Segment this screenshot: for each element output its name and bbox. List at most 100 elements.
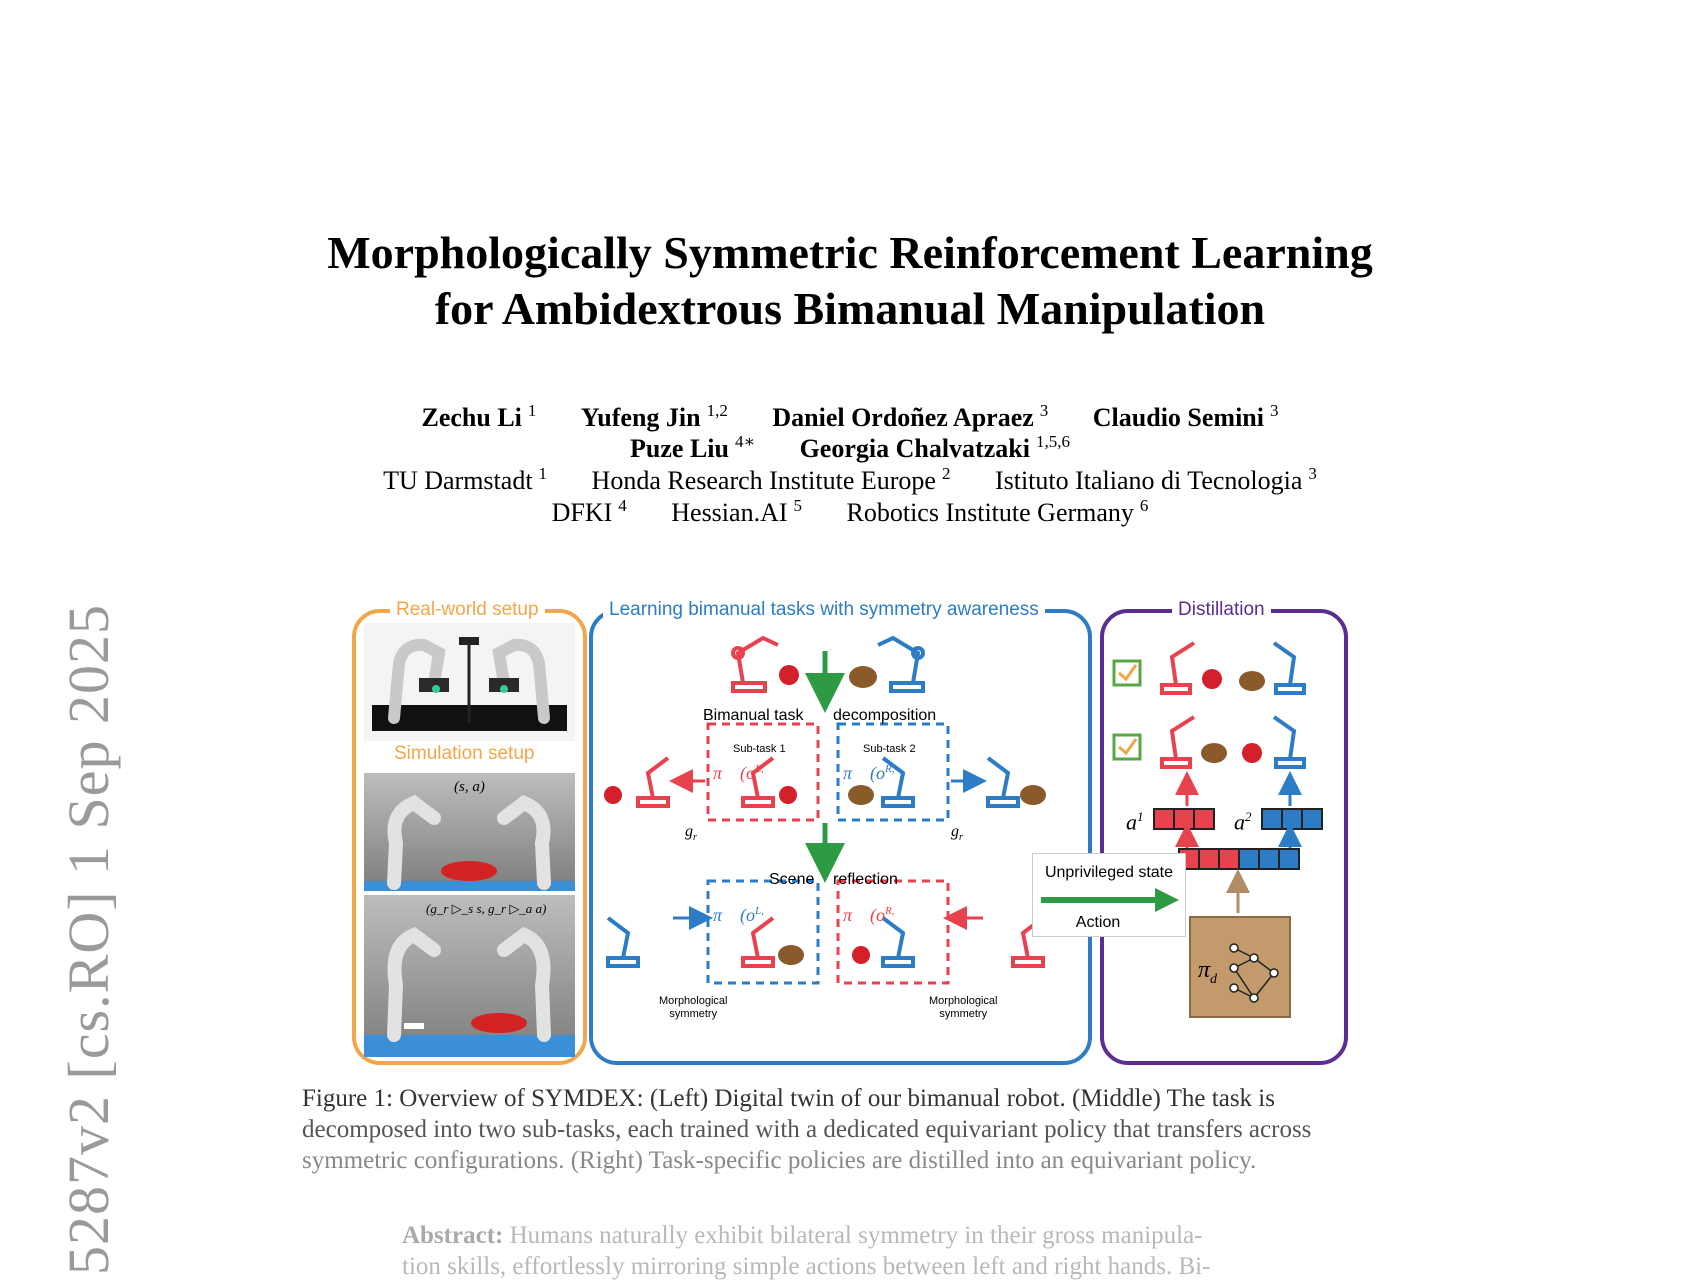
distillation-panel: Distillation	[1100, 599, 1348, 1065]
basket-icon	[1020, 785, 1046, 805]
learning-title: Learning bimanual tasks with symmetry aw…	[603, 599, 1045, 621]
affiliation-line-2: DFKI 4 Hessian.AI 5 Robotics Institute Ger…	[0, 490, 1700, 529]
affiliation-number: 3	[1308, 464, 1317, 483]
distillation-title: Distillation	[1172, 599, 1271, 621]
blue-robot-arm-icon	[606, 916, 640, 968]
paper-title: Morphologically Symmetric Reinforcement …	[0, 225, 1700, 337]
figure-caption: Figure 1: Overview of SYMDEX: (Left) Dig…	[302, 1083, 1410, 1176]
author-line-2: Puze Liu 4∗ Georgia Chalvatzaki 1,5,6	[0, 426, 1700, 465]
red-robot-arm-icon	[636, 756, 670, 808]
blue-robot-arm-icon	[877, 635, 925, 693]
author-name: Yufeng Jin	[580, 403, 701, 432]
author-affiliation: 1	[527, 401, 537, 420]
apple-icon	[1202, 669, 1222, 689]
affiliation-name: Honda Research Institute Europe	[591, 466, 936, 495]
red-robot-arm-icon	[741, 756, 775, 808]
action-vector-a1	[1153, 808, 1215, 830]
subtask-1-policy: π (oL,	[713, 763, 764, 783]
blue-robot-arm-icon	[881, 916, 915, 968]
apple-icon	[779, 665, 799, 685]
basket-icon	[1239, 671, 1265, 691]
basket-icon	[1201, 743, 1227, 763]
affiliation-number: 1	[538, 464, 548, 483]
red-robot-arm-icon	[1160, 715, 1196, 769]
red-robot-arm-icon	[741, 916, 775, 968]
check-icon	[1112, 659, 1142, 687]
red-robot-arm-icon	[731, 635, 779, 693]
basket-icon	[849, 666, 877, 688]
affiliation-name: Hessian.AI	[671, 498, 788, 527]
reflected-subtask-2-box	[706, 879, 820, 985]
abstract-line-2: tion skills, effortlessly mirroring simp…	[402, 1253, 1211, 1280]
unprivileged-state-label: Unprivileged state	[1044, 864, 1174, 881]
blue-robot-arm-icon	[1272, 641, 1306, 695]
subtask-2-box	[836, 722, 950, 822]
real-robot-photo	[364, 623, 575, 741]
reflection-label: reflection	[833, 871, 898, 888]
blue-robot-arm-icon	[1272, 715, 1306, 769]
basket-icon	[848, 785, 874, 805]
affiliation-number: 2	[941, 464, 951, 483]
author-affiliation: 4∗	[735, 432, 756, 451]
sim-reflected-scene-illustration	[364, 927, 575, 1057]
arxiv-identifier-stamp: 5287v2 [cs.RO] 1 Sep 2025	[56, 603, 121, 1275]
action-label: Action	[1075, 914, 1121, 931]
reflection-operator-left: gr	[685, 823, 697, 844]
apple-icon	[779, 786, 797, 804]
affiliation-line-1: TU Darmstadt 1 Honda Research Institute E…	[0, 458, 1700, 497]
author-affiliation: 3	[1039, 401, 1049, 420]
affiliation-name: Robotics Institute Germany	[846, 498, 1134, 527]
affiliation-number: 4	[618, 496, 627, 515]
title-line-2: for Ambidextrous Bimanual Manipulation	[434, 283, 1266, 334]
author-affiliation: 3	[1270, 401, 1279, 420]
pi-d-label: πd	[1198, 957, 1218, 987]
distillation-diagram	[1112, 641, 1323, 1018]
subtask-2-policy: π (oR,	[843, 763, 895, 783]
affiliation-name: TU Darmstadt	[383, 466, 533, 495]
caption-line-1: Figure 1: Overview of SYMDEX: (Left) Dig…	[302, 1085, 1275, 1112]
green-arrow-icon	[1041, 888, 1179, 912]
real-world-panel: Real-world setup Simulation setup	[352, 599, 587, 1065]
subtask-1-label: Sub-task 1	[733, 743, 786, 755]
author-name: Georgia Chalvatzaki	[799, 434, 1030, 463]
sim-image-2: (g_r ▷_s s, g_r ▷_a a)	[364, 895, 575, 1057]
learning-diagram	[604, 635, 1046, 985]
apple-icon	[852, 946, 870, 964]
affiliation-name: DFKI	[551, 498, 613, 527]
caption-line-2: decomposed into two sub-tasks, each trai…	[302, 1116, 1312, 1143]
sim-reflected-label: (g_r ▷_s s, g_r ▷_a a)	[426, 901, 547, 916]
abstract-line-1: Humans naturally exhibit bilateral symme…	[509, 1222, 1203, 1249]
reflection-operator-right: gr	[951, 823, 963, 844]
distilled-policy-network	[1189, 916, 1291, 1018]
author-name: Zechu Li	[421, 403, 522, 432]
reflected-subtask-2-policy: π (oL,	[713, 905, 764, 925]
learning-panel: Learning bimanual tasks with symmetry aw…	[589, 599, 1092, 1065]
overview-figure: Real-world setup Simulation setup	[352, 595, 1348, 1065]
sim-state-action-label: (s, a)	[454, 779, 485, 795]
a1-label: a1	[1126, 809, 1144, 835]
basket-icon	[778, 945, 804, 965]
action-vector-a2	[1261, 808, 1323, 830]
apple-icon	[604, 786, 622, 804]
author-affiliation: 1,5,6	[1035, 432, 1070, 451]
check-icon	[1112, 733, 1142, 761]
simulation-title: Simulation setup	[390, 743, 539, 765]
red-robot-arm-icon	[1160, 641, 1196, 695]
bimanual-task-label: Bimanual task	[703, 707, 804, 724]
abstract-label: Abstract:	[402, 1222, 504, 1249]
author-name: Puze Liu	[630, 434, 729, 463]
action-vector-a	[1178, 848, 1300, 870]
affiliation-number: 5	[793, 496, 803, 515]
real-world-title: Real-world setup	[390, 599, 545, 621]
author-name: Claudio Semini	[1092, 403, 1264, 432]
apple-icon	[1242, 743, 1262, 763]
real-robot-illustration	[372, 637, 567, 731]
a2-label: a2	[1234, 809, 1252, 835]
subtask-2-label: Sub-task 2	[863, 743, 916, 755]
title-line-1: Morphologically Symmetric Reinforcement …	[327, 227, 1373, 278]
caption-line-3: symmetric configurations. (Right) Task-s…	[302, 1147, 1257, 1174]
blue-robot-arm-icon	[986, 756, 1020, 808]
author-name: Daniel Ordoñez Apraez	[772, 403, 1034, 432]
